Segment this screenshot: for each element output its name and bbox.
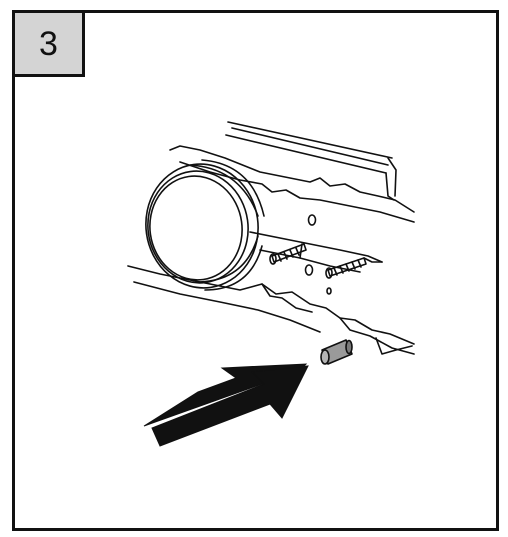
frame-plate-lower — [127, 231, 415, 355]
rail-icon — [225, 121, 397, 201]
pin-icon — [320, 339, 353, 365]
wheel-icon — [145, 159, 265, 291]
spring-icon — [269, 243, 307, 265]
hole — [304, 264, 314, 276]
hole — [326, 287, 332, 295]
frame-plate-upper — [169, 145, 415, 223]
hole — [307, 214, 317, 226]
instruction-panel — [12, 10, 499, 531]
step-number-box: 3 — [12, 10, 85, 77]
spring-icon — [325, 257, 383, 279]
arrow-icon-tip — [151, 365, 309, 447]
step-number: 3 — [39, 24, 58, 63]
